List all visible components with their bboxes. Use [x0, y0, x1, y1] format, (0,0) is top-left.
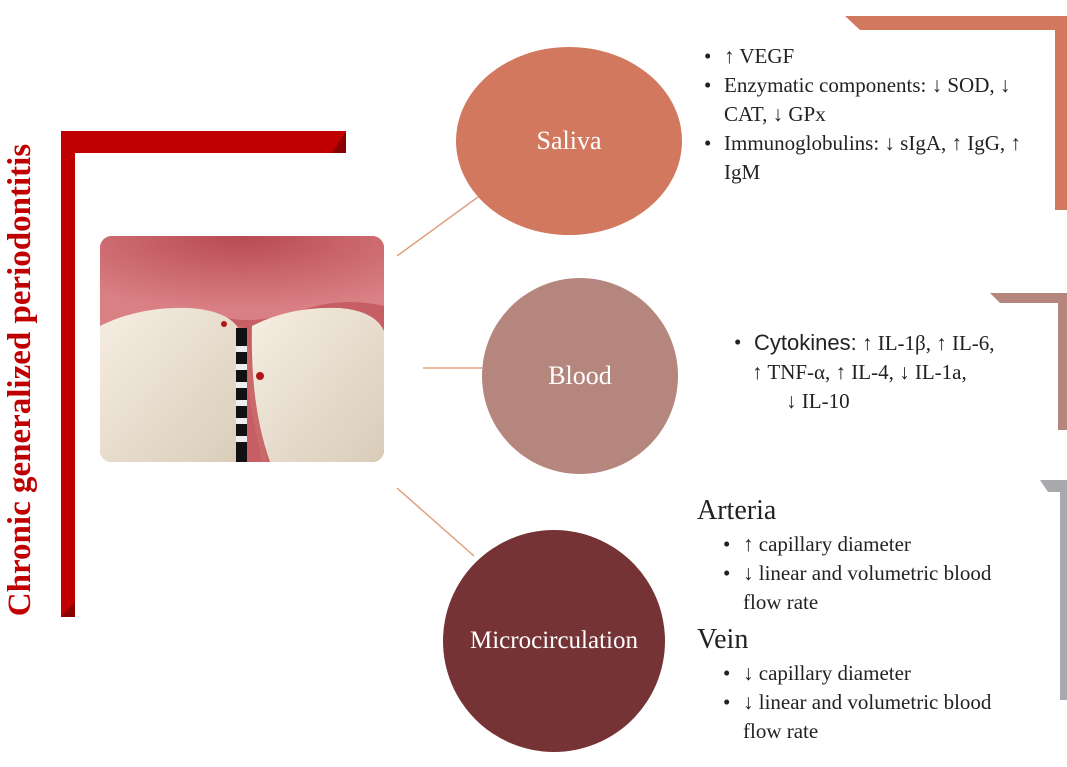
cytokines-line-1: ↑ IL-1β, ↑ IL-6,: [862, 331, 995, 355]
list-item: ↓ linear and volumetric blood flow rate: [719, 688, 1017, 746]
list-item: Enzymatic components: ↓ SOD, ↓ CAT, ↓ GP…: [700, 71, 1055, 129]
list-item: ↑ capillary diameter: [719, 530, 1017, 559]
cytokines-line-3: ↓ IL-10: [730, 387, 1067, 416]
list-item: ↓ linear and volumetric blood flow rate: [719, 559, 1017, 617]
cytokines-label: Cytokines:: [754, 330, 857, 355]
blood-list: Cytokines: ↑ IL-1β, ↑ IL-6, ↑ TNF-α, ↑ I…: [730, 328, 1067, 416]
arteria-heading: Arteria: [697, 492, 1017, 530]
list-item: Immunoglobulins: ↓ sIgA, ↑ IgG, ↑ IgM: [700, 129, 1055, 187]
vein-list: ↓ capillary diameter ↓ linear and volume…: [719, 659, 1017, 746]
list-item: Cytokines: ↑ IL-1β, ↑ IL-6,: [730, 328, 1067, 358]
list-item: ↑ VEGF: [700, 42, 1055, 71]
saliva-list: ↑ VEGF Enzymatic components: ↓ SOD, ↓ CA…: [700, 42, 1055, 187]
arteria-list: ↑ capillary diameter ↓ linear and volume…: [719, 530, 1017, 617]
vein-heading: Vein: [697, 621, 1017, 659]
list-item: ↓ capillary diameter: [719, 659, 1017, 688]
microcirculation-details: Arteria ↑ capillary diameter ↓ linear an…: [697, 492, 1017, 746]
cytokines-line-2: ↑ TNF-α, ↑ IL-4, ↓ IL-1a,: [730, 358, 1067, 387]
